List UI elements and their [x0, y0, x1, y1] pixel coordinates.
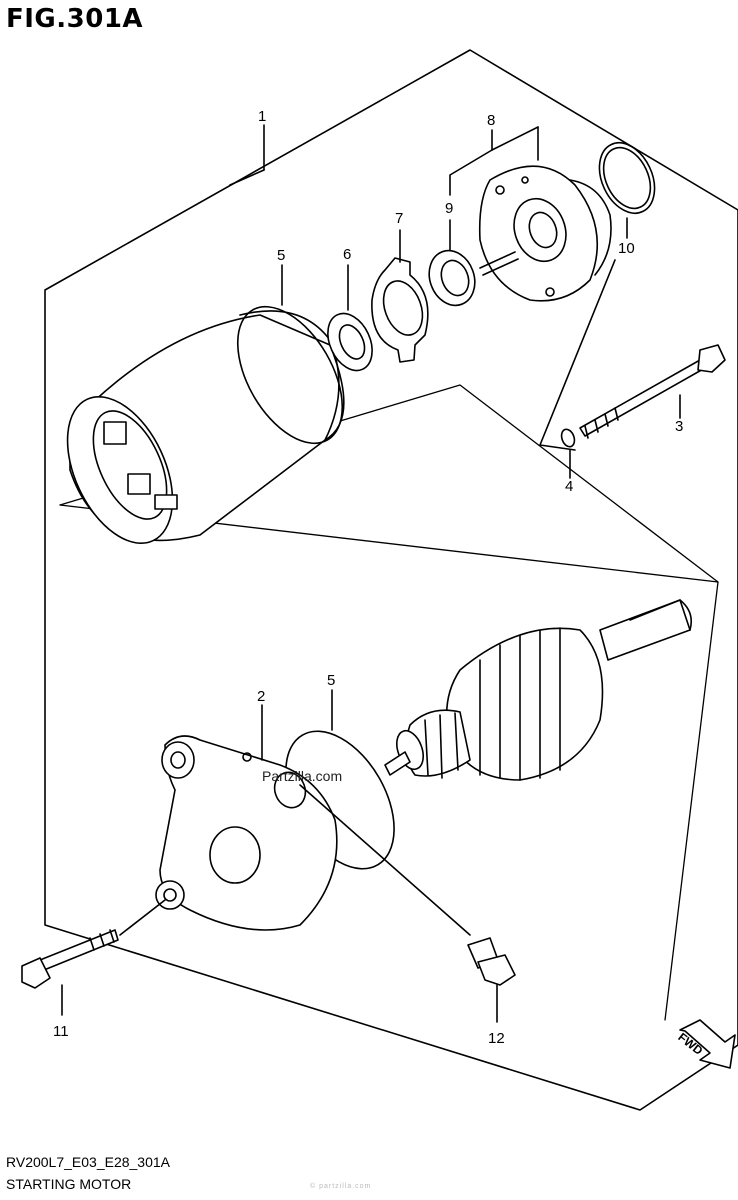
leader-8b [491, 126, 539, 151]
o-ring-5-top [236, 305, 344, 445]
callout-4: 4 [565, 478, 574, 495]
part-2-pin [242, 752, 252, 762]
figure-title: FIG.301A [6, 4, 144, 34]
leader-1b [229, 169, 265, 186]
callout-5-bottom: 5 [327, 672, 336, 689]
yoke-housing [66, 310, 345, 545]
washer-6 [327, 312, 373, 372]
end-cover-8 [478, 165, 612, 302]
washer-4 [560, 428, 576, 448]
bolt-12 [467, 937, 516, 986]
assembly-outline [44, 49, 738, 1111]
callout-1: 1 [258, 108, 267, 125]
figure-name: STARTING MOTOR [6, 1176, 132, 1192]
callout-6: 6 [343, 246, 352, 263]
watermark-bottom: © partzilla.com [310, 1183, 372, 1190]
callout-8: 8 [487, 112, 496, 129]
fwd-arrow-icon [679, 1019, 736, 1069]
leader-3-4-guide [539, 259, 616, 451]
watermark: Partzilla.com [262, 768, 343, 784]
armature [384, 599, 693, 781]
callout-2: 2 [257, 688, 266, 705]
callout-9: 9 [445, 200, 454, 217]
o-ring-10 [598, 142, 656, 214]
leader-11-guide [119, 899, 166, 936]
callout-5-top: 5 [277, 247, 286, 264]
front-housing [155, 735, 338, 931]
leader-8 [449, 129, 493, 196]
leader-12-guide [299, 784, 471, 936]
plate-7 [371, 257, 429, 363]
through-bolt-3 [579, 344, 726, 439]
callout-10: 10 [618, 240, 635, 257]
callout-11: 11 [53, 1023, 69, 1040]
callout-7: 7 [395, 210, 404, 227]
callout-12: 12 [488, 1030, 505, 1047]
oil-seal-9 [428, 249, 476, 307]
callout-3: 3 [675, 418, 684, 435]
figure-code: RV200L7_E03_E28_301A [6, 1154, 171, 1170]
bolt-11 [21, 929, 119, 989]
